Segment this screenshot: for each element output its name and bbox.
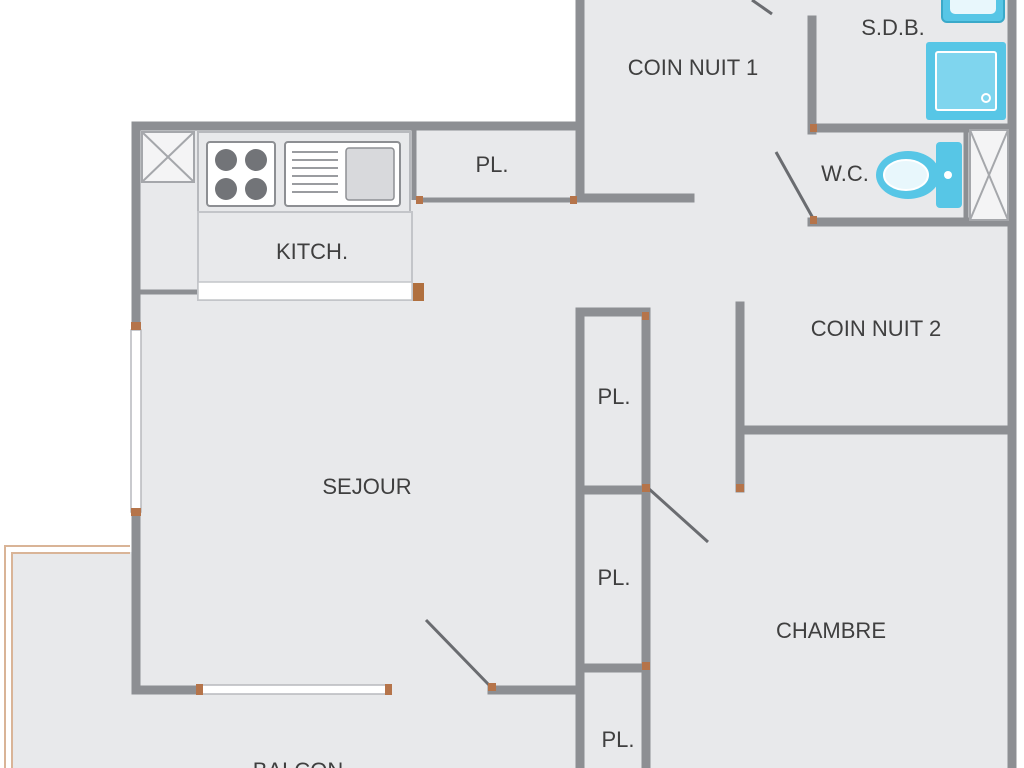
- kitchen-shelf: [197, 281, 413, 301]
- room-label-coin-nuit-2: COIN NUIT 2: [811, 316, 941, 341]
- duct-icon: [141, 131, 195, 183]
- floor-areas: [12, 0, 1010, 768]
- doors: [424, 0, 816, 688]
- walls: [131, 0, 1017, 768]
- room-label-balcon: BALCON: [253, 758, 343, 768]
- room-label-kitchen: KITCH.: [276, 239, 348, 264]
- room-label-chambre: CHAMBRE: [776, 618, 886, 643]
- window-left: [130, 322, 142, 516]
- room-label-placard-1: PL.: [597, 384, 630, 409]
- balcony-window: [196, 684, 392, 695]
- floor-lower-middle: [136, 690, 580, 768]
- sink-icon: [284, 141, 401, 207]
- kitchen-equipment: [141, 131, 413, 301]
- room-labels: S.D.B. COIN NUIT 1 W.C. PL. KITCH. COIN …: [253, 15, 941, 768]
- duct-icon-wc: [969, 129, 1009, 221]
- room-label-placard-kitchen: PL.: [475, 152, 508, 177]
- room-label-sejour: SEJOUR: [322, 474, 411, 499]
- bathroom-fixtures: [876, 0, 1009, 221]
- shower-icon: [926, 42, 1006, 120]
- room-label-coin-nuit-1: COIN NUIT 1: [628, 55, 758, 80]
- bathtub-icon: [941, 0, 1005, 23]
- thin-walls: [136, 130, 969, 295]
- room-label-placard-3: PL.: [601, 727, 634, 752]
- door-markers: [416, 124, 817, 691]
- balcony-railing: [4, 545, 130, 768]
- room-label-placard-2: PL.: [597, 565, 630, 590]
- stove-icon: [206, 141, 276, 207]
- floor-balcony: [12, 552, 136, 768]
- toilet-icon: [876, 142, 962, 208]
- room-label-wc: W.C.: [821, 161, 869, 186]
- room-label-sdb: S.D.B.: [861, 15, 925, 40]
